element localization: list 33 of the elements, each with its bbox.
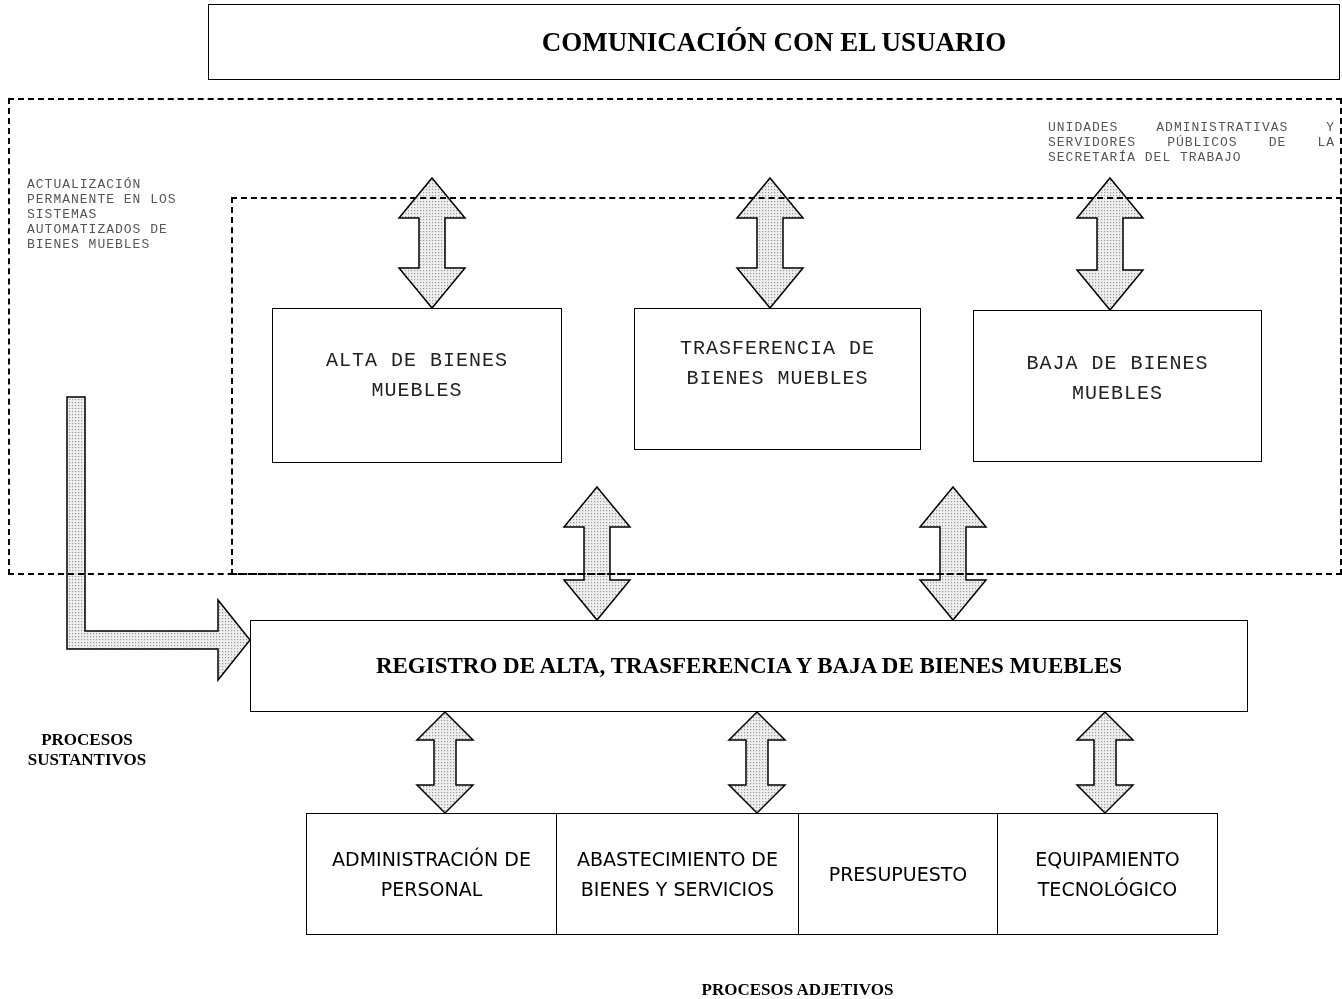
double-block-arrow: [397, 176, 467, 310]
process-box: [997, 813, 1218, 935]
note-text: ACTUALIZACIÓN PERMANENTE EN LOS SISTEMAS AUTOMATIZADOS DE BIENES MUEBLES: [27, 177, 178, 252]
box-label: BAJA DE BIENES MUEBLES: [1025, 350, 1210, 407]
double-block-arrow: [415, 710, 475, 815]
dashed-region: [231, 197, 1342, 575]
box-label: COMUNICACIÓN CON EL USUARIO: [540, 26, 1008, 58]
process-box: [634, 308, 921, 450]
process-box: [250, 620, 1248, 712]
box-label: PRESUPUESTO: [827, 862, 969, 887]
box-label: REGISTRO DE ALTA, TRASFERENCIA Y BAJA DE BIENES MUEBLES: [374, 653, 1124, 679]
process-box: [208, 4, 1340, 80]
dashed-region: [8, 98, 1342, 575]
double-block-arrow: [918, 485, 988, 622]
note-text: UNIDADES ADMINISTRATIVAS Y SERVIDORES PÚBLICOS DE LA SECRETARÍA DEL TRABAJO: [1048, 120, 1335, 165]
process-box: [973, 310, 1262, 462]
double-block-arrow: [66, 396, 251, 683]
process-box: [556, 813, 799, 935]
process-box: [306, 813, 557, 935]
box-label: TRASFERENCIA DE BIENES MUEBLES: [679, 336, 876, 392]
double-block-arrow: [735, 176, 805, 310]
box-label: ABASTECIMIENTO DE BIENES Y SERVICIOS: [576, 847, 779, 902]
section-label: PROCESOS SUSTANTIVOS: [26, 730, 148, 770]
box-label: EQUIPAMIENTO TECNOLÓGICO: [1034, 847, 1181, 902]
double-block-arrow: [1075, 176, 1145, 312]
double-block-arrow: [727, 710, 787, 815]
box-label: ALTA DE BIENES MUEBLES: [325, 347, 509, 404]
double-block-arrow: [562, 485, 632, 622]
section-label: PROCESOS ADJETIVOS: [700, 980, 895, 999]
process-box: [798, 813, 998, 935]
double-block-arrow: [1075, 710, 1135, 815]
process-box: [272, 308, 562, 463]
box-label: ADMINISTRACIÓN DE PERSONAL: [331, 846, 532, 902]
